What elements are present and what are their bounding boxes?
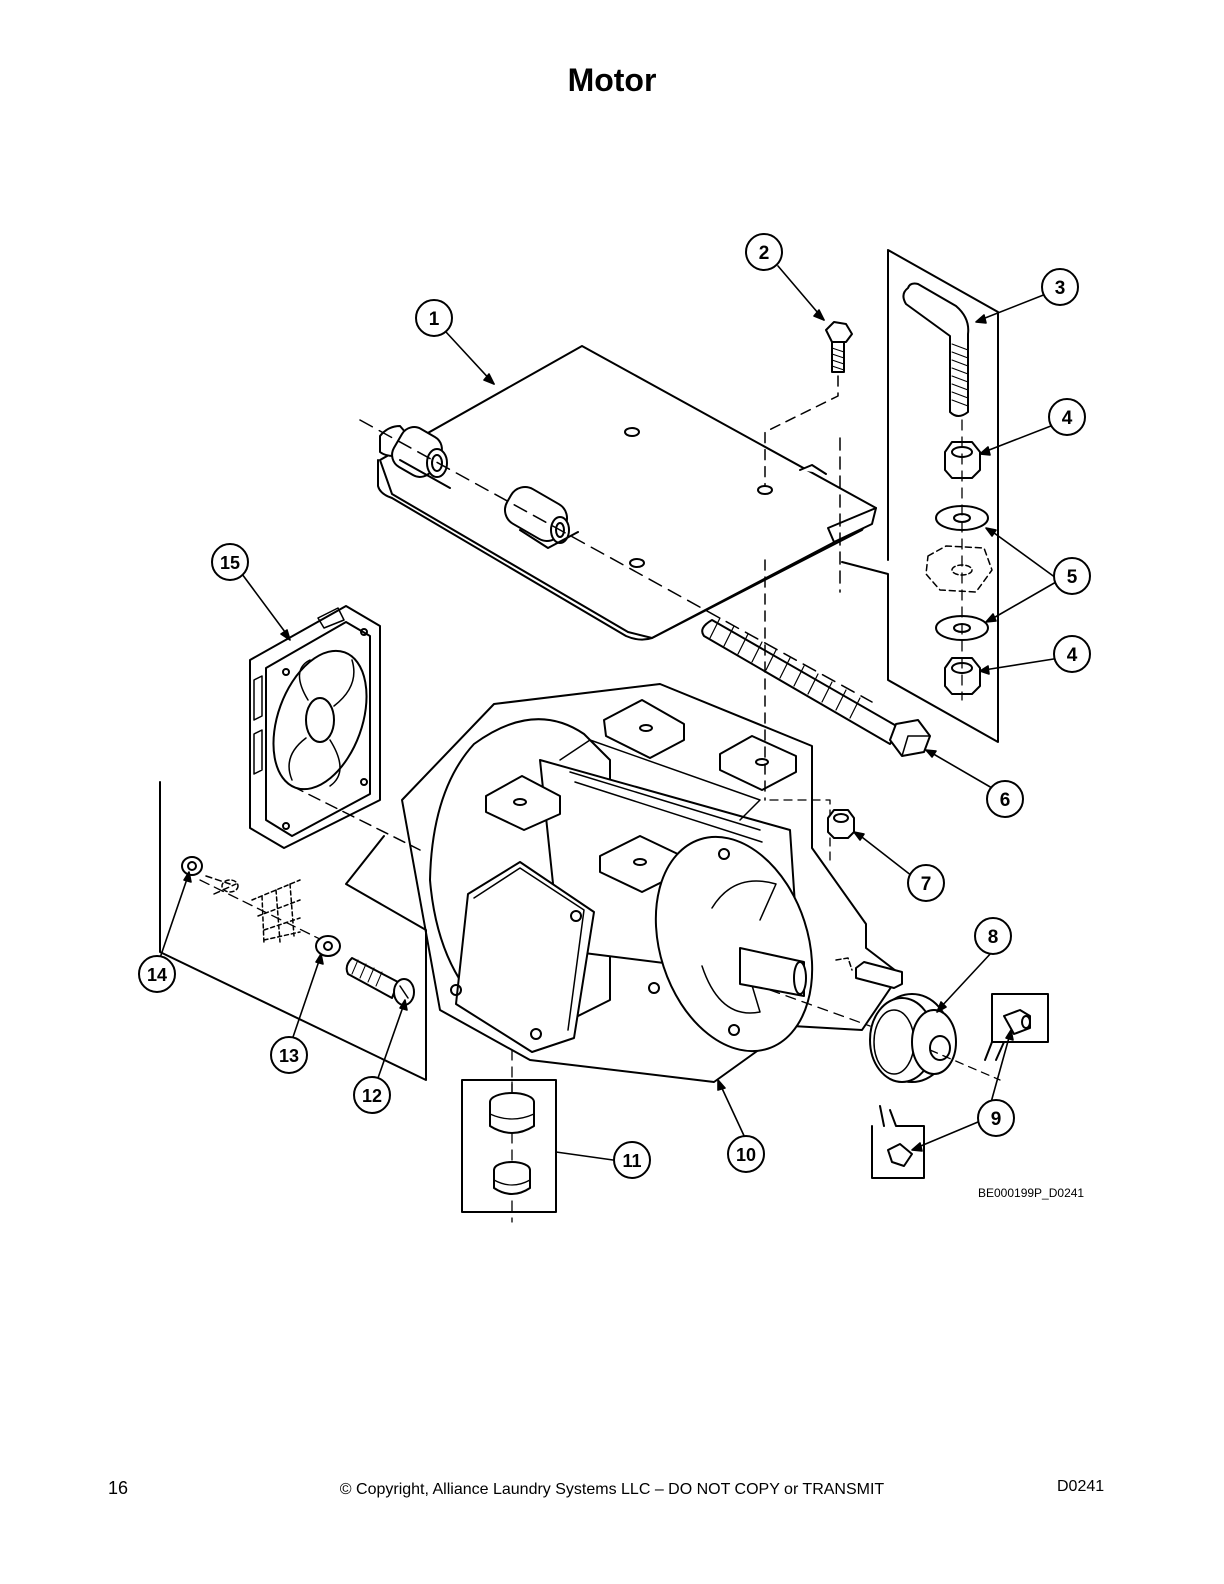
svg-text:5: 5: [1067, 567, 1078, 588]
callout-4-top: 4: [1048, 398, 1086, 436]
callout-3: 3: [1041, 268, 1079, 306]
document-code: D0241: [1057, 1478, 1105, 1495]
page-title: Motor: [567, 62, 657, 98]
svg-text:4: 4: [1062, 408, 1073, 429]
motor-mount-plate: [359, 345, 877, 703]
drive-pulley: [869, 993, 1001, 1083]
svg-text:11: 11: [622, 1151, 641, 1171]
callout-14: 14: [138, 955, 176, 993]
callout-8: 8: [974, 917, 1012, 955]
callout-5: 5: [1053, 557, 1091, 595]
copyright-notice: © Copyright, Alliance Laundry Systems LL…: [339, 1481, 885, 1498]
svg-text:14: 14: [147, 965, 167, 985]
figure-code: BE000199P_D0241: [978, 1186, 1085, 1200]
callout-leaders: [159, 265, 1061, 1161]
set-screw-inset: [871, 993, 1049, 1179]
callout-1: 1: [415, 299, 453, 337]
svg-text:2: 2: [759, 243, 770, 264]
svg-text:15: 15: [220, 553, 240, 573]
svg-text:7: 7: [921, 874, 932, 895]
callout-15: 15: [211, 543, 249, 581]
svg-text:8: 8: [988, 927, 999, 948]
svg-text:4: 4: [1067, 645, 1078, 666]
cooling-fan: [249, 605, 381, 849]
callout-4-bottom: 4: [1053, 635, 1091, 673]
long-threaded-bolt: [701, 617, 931, 757]
callout-9: 9: [977, 1099, 1015, 1137]
hex-bolt: [764, 321, 853, 487]
svg-text:9: 9: [991, 1109, 1002, 1130]
svg-text:3: 3: [1055, 278, 1066, 299]
callout-12: 12: [353, 1076, 391, 1114]
svg-text:12: 12: [362, 1086, 382, 1106]
svg-text:13: 13: [279, 1046, 299, 1066]
shaft-key: [835, 957, 903, 989]
callout-6: 6: [986, 780, 1024, 818]
svg-text:10: 10: [736, 1145, 756, 1165]
svg-text:6: 6: [1000, 790, 1011, 811]
lock-nut: [827, 809, 855, 839]
callout-7: 7: [907, 864, 945, 902]
callout-10: 10: [727, 1135, 765, 1173]
svg-text:1: 1: [429, 309, 440, 330]
fan-mount-inset: [159, 781, 427, 1081]
conduit-fittings-inset: [461, 1079, 557, 1223]
page-number: 16: [108, 1478, 129, 1498]
callout-13: 13: [270, 1036, 308, 1074]
motor-assembly: [401, 559, 901, 1097]
callout-2: 2: [745, 233, 783, 271]
callout-11: 11: [613, 1141, 651, 1179]
adjusting-bolt-inset: [839, 249, 999, 743]
